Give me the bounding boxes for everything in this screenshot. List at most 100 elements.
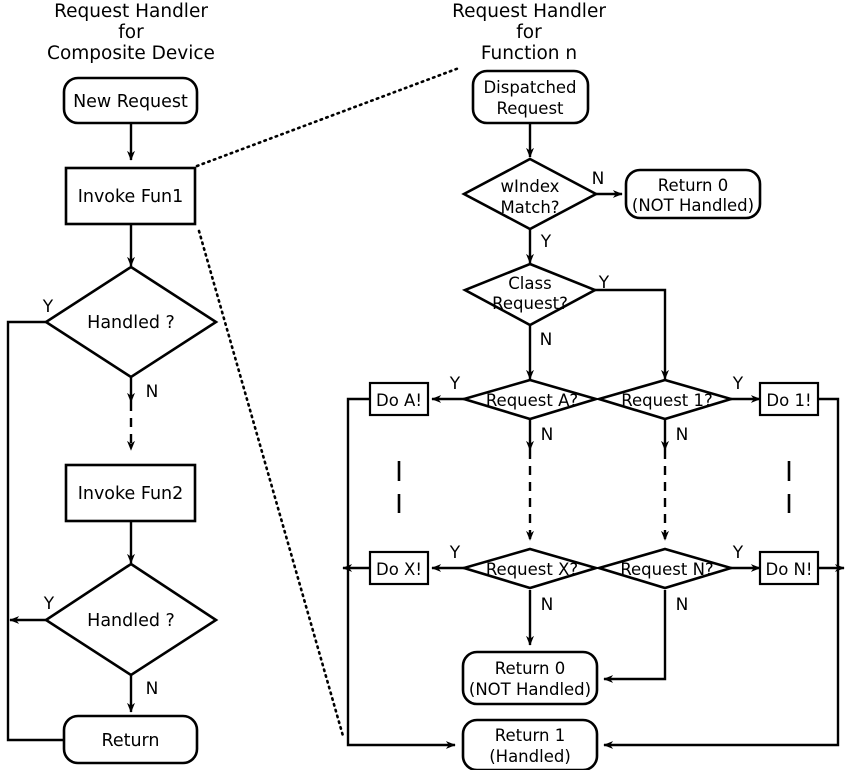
request-1-no-label: N (676, 425, 689, 445)
return0-bottom-shape (461, 650, 599, 706)
request-n-shape (594, 547, 736, 590)
zoom-link-upper-dotted (195, 66, 461, 168)
request-x-label: Request X? (486, 560, 578, 579)
class-request-label-line-1: Class (508, 274, 551, 293)
invoke-fun1-shape (64, 166, 197, 226)
node-request-x[interactable]: Request X? Y N (449, 543, 601, 615)
request-a-yes-label: Y (449, 374, 461, 394)
right-column-title: Request Handler for Function n (452, 1, 606, 64)
request-n-label: Request N? (620, 560, 713, 579)
handled-2-no-label: N (146, 679, 159, 699)
class-yes-label: Y (598, 273, 610, 293)
node-return[interactable]: Return (62, 714, 199, 765)
handled-1-shape (43, 265, 219, 379)
node-do-x[interactable]: Do X! (368, 550, 430, 586)
handled-2-shape (43, 562, 219, 677)
dispatched-request-label-line-1: Dispatched (483, 78, 576, 97)
return0-top-label-line-2: (NOT Handled) (632, 196, 754, 215)
windex-no-label: N (592, 169, 605, 189)
right-title-line-3: Function n (481, 43, 577, 64)
node-dispatched-request[interactable]: Dispatched Request (471, 69, 590, 125)
request-a-no-label: N (541, 425, 554, 445)
handled-2-label: Handled ? (87, 611, 175, 631)
return-shape (62, 714, 199, 765)
windex-match-shape (461, 157, 599, 231)
ellipsis-marks (397, 461, 791, 513)
right-title-line-2: for (516, 22, 542, 43)
edge-class-yes-to-request1 (594, 288, 669, 380)
node-new-request[interactable]: New Request (62, 76, 199, 125)
node-return0-top[interactable]: Return 0 (NOT Handled) (624, 168, 762, 220)
rail-right-to-return1 (603, 397, 840, 749)
request-x-no-label: N (541, 595, 554, 615)
class-no-label: N (540, 330, 553, 350)
right-title-line-1: Request Handler (452, 1, 606, 22)
node-return1[interactable]: Return 1 (Handled) (461, 718, 599, 770)
rail-left-to-return1 (346, 397, 456, 749)
new-request-shape (62, 76, 199, 125)
do-a-label: Do A! (376, 391, 422, 410)
edge-handled1-yes-to-return (6, 320, 101, 744)
request-n-no-label: N (676, 595, 689, 615)
node-invoke-fun2[interactable]: Invoke Fun2 (64, 463, 197, 523)
request-x-shape (459, 547, 601, 590)
return1-label-line-1: Return 1 (495, 726, 566, 745)
node-do-1[interactable]: Do 1! (758, 381, 820, 417)
handled-1-no-label: N (146, 382, 159, 402)
node-class-request[interactable]: Class Request? Y N (461, 262, 610, 350)
windex-yes-label: Y (540, 232, 552, 252)
node-do-a[interactable]: Do A! (368, 381, 430, 417)
left-title-line-2: for (118, 22, 144, 43)
return-label: Return (101, 731, 159, 751)
left-title-line-3: Composite Device (47, 43, 215, 64)
left-title-line-1: Request Handler (54, 1, 208, 22)
handled-2-yes-label: Y (43, 594, 55, 614)
node-invoke-fun1[interactable]: Invoke Fun1 (64, 166, 197, 226)
do-n-shape (758, 550, 820, 586)
class-request-shape (461, 262, 599, 327)
node-windex-match[interactable]: wIndex Match? N Y (461, 157, 605, 252)
return1-shape (461, 718, 599, 770)
node-do-n[interactable]: Do N! (758, 550, 820, 586)
new-request-label: New Request (73, 92, 188, 112)
return0-top-label-line-1: Return 0 (658, 176, 729, 195)
invoke-fun1-label: Invoke Fun1 (78, 187, 184, 207)
return1-label-line-2: (Handled) (489, 747, 571, 766)
request-1-yes-label: Y (732, 374, 744, 394)
node-handled-2[interactable]: Handled ? Y N (43, 562, 219, 699)
node-request-n[interactable]: Request N? Y N (594, 543, 744, 615)
request-x-yes-label: Y (449, 543, 461, 563)
edge-requestn-no-to-return0 (603, 590, 667, 683)
node-request-a[interactable]: Request A? Y N (449, 374, 601, 445)
dispatched-request-label-line-2: Request (496, 99, 564, 118)
do-1-label: Do 1! (766, 391, 811, 410)
zoom-link-lower-dotted (197, 229, 345, 738)
left-column-title: Request Handler for Composite Device (47, 1, 215, 64)
return0-bottom-label-line-2: (NOT Handled) (469, 680, 591, 699)
right-column-edges (342, 123, 845, 749)
windex-match-label-line-2: Match? (500, 198, 559, 217)
request-1-label: Request 1? (621, 391, 713, 410)
node-handled-1[interactable]: Handled ? Y N (42, 265, 219, 402)
request-n-yes-label: Y (732, 543, 744, 563)
return0-top-shape (624, 168, 762, 220)
handled-1-label: Handled ? (87, 313, 175, 333)
windex-match-label-line-1: wIndex (501, 177, 560, 196)
node-request-1[interactable]: Request 1? Y N (594, 374, 744, 445)
do-1-shape (758, 381, 820, 417)
handled-1-yes-label: Y (42, 297, 54, 317)
request-a-label: Request A? (486, 391, 578, 410)
do-a-shape (368, 381, 430, 417)
do-n-label: Do N! (765, 560, 812, 579)
node-return0-bottom[interactable]: Return 0 (NOT Handled) (461, 650, 599, 706)
class-request-label-line-2: Request? (492, 294, 568, 313)
return0-bottom-label-line-1: Return 0 (495, 659, 566, 678)
do-x-shape (368, 550, 430, 586)
request-a-shape (459, 378, 601, 421)
request-1-shape (594, 378, 736, 421)
invoke-fun2-label: Invoke Fun2 (78, 484, 184, 504)
invoke-fun2-shape (64, 463, 197, 523)
dispatched-request-shape (471, 69, 590, 125)
